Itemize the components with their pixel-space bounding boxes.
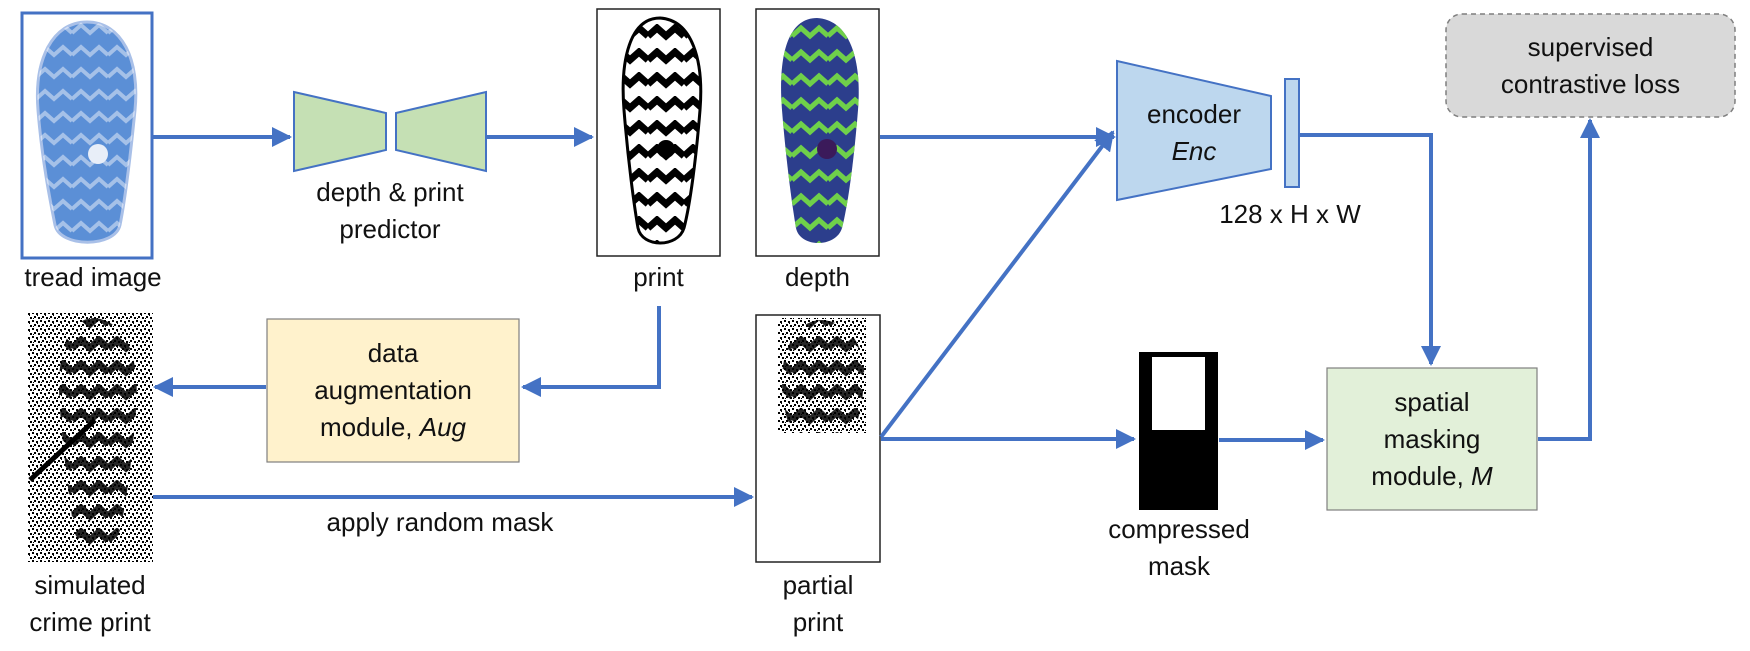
apply-mask-label: apply random mask bbox=[326, 507, 554, 537]
arrow-partial-to-encoder bbox=[879, 130, 1115, 439]
print-image bbox=[596, 8, 721, 257]
compressed-mask-label: compressed mask bbox=[1108, 514, 1250, 581]
feature-dims-label: 128 x H x W bbox=[1219, 199, 1361, 229]
tread-image-label: tread image bbox=[24, 262, 162, 292]
simulated-crime-print bbox=[28, 313, 153, 562]
arrow-print-to-aug bbox=[521, 306, 661, 397]
contrastive-loss-box bbox=[1445, 13, 1736, 118]
partial-print bbox=[755, 314, 881, 563]
spatial-masking-label: spatial masking module, M bbox=[1371, 386, 1493, 491]
augmentation-label: data augmentation module, Aug bbox=[314, 338, 472, 442]
compressed-mask bbox=[1139, 352, 1218, 510]
encoder-label: encoder Enc bbox=[1147, 99, 1241, 166]
arrow-spatial-to-loss bbox=[1538, 118, 1600, 441]
tread-image bbox=[20, 11, 154, 260]
encoder-block bbox=[1116, 59, 1300, 202]
arrows bbox=[153, 118, 1600, 507]
spatial-masking-box bbox=[1326, 367, 1538, 511]
predictor-label: depth & print predictor bbox=[316, 177, 464, 244]
contrastive-loss-label: supervised contrastive loss bbox=[1500, 31, 1681, 99]
depth-label: depth bbox=[784, 262, 851, 292]
crime-print-label: simulated crime print bbox=[29, 570, 151, 637]
print-label: print bbox=[633, 262, 684, 292]
arrow-encoder-to-spatial bbox=[1300, 133, 1441, 366]
depth-image bbox=[755, 8, 880, 257]
partial-print-label: partial print bbox=[782, 570, 854, 637]
depth-print-predictor bbox=[293, 90, 487, 173]
augmentation-box bbox=[266, 318, 520, 463]
